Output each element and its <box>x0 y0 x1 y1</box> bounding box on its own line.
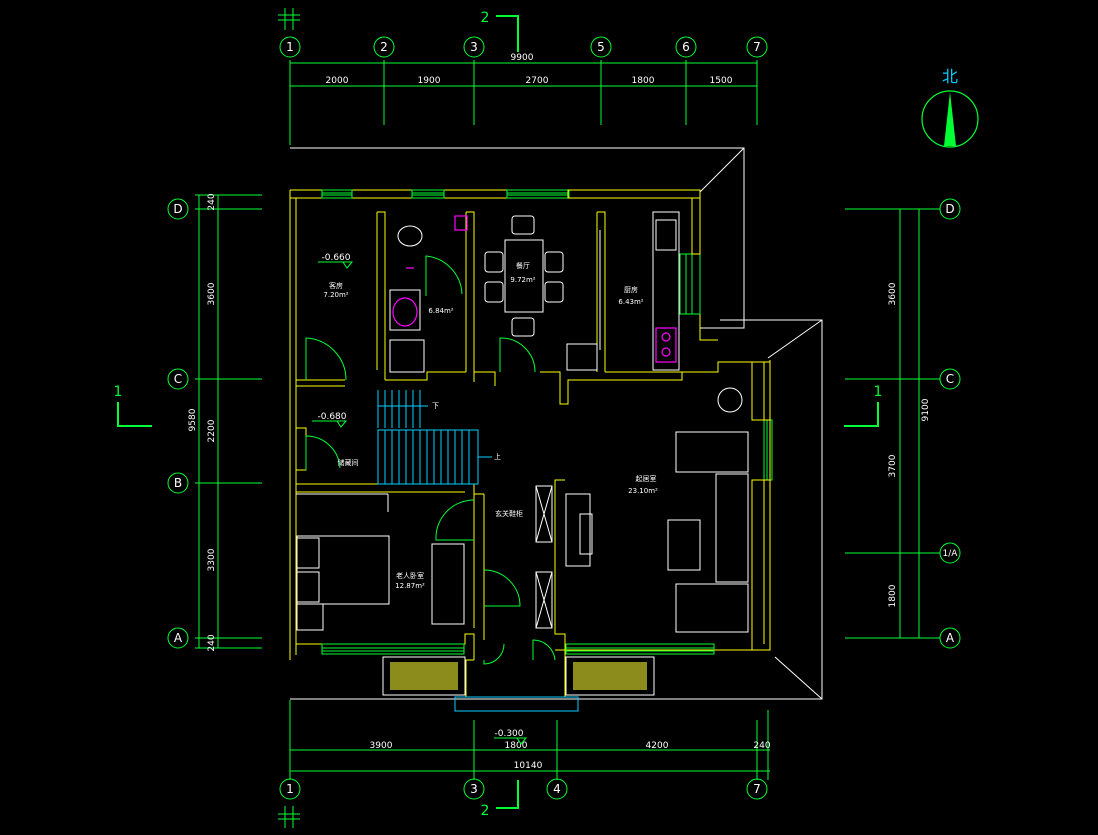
entry-step <box>454 696 579 712</box>
level-entry: -0.300 <box>494 729 523 739</box>
planters <box>382 656 655 696</box>
section-mark-bottom <box>496 780 519 809</box>
dim-top-4: 1500 <box>710 76 733 86</box>
axis-bottom-7: 7 <box>753 782 761 796</box>
stair-down-label: 下 <box>432 402 439 410</box>
dim-bottom-1: 1800 <box>505 741 528 751</box>
dim-left-4: 240 <box>207 634 217 651</box>
axis-left-B: B <box>174 476 182 490</box>
dim-left-3: 3300 <box>207 548 217 571</box>
dim-top-3: 1800 <box>632 76 655 86</box>
dim-bottom-total: 10140 <box>514 761 543 771</box>
dim-left-0: 240 <box>207 193 217 210</box>
dim-top-total: 9900 <box>511 53 534 63</box>
toilet <box>397 225 423 247</box>
dim-bottom-3: 240 <box>753 741 770 751</box>
room-shoe-name: 玄关鞋柜 <box>495 509 523 518</box>
north-arrow <box>921 90 979 148</box>
room-guest-name: 客房 <box>329 281 343 290</box>
walls <box>289 189 771 697</box>
stair-up-label: 上 <box>494 452 501 461</box>
room-elder-area: 12.87m² <box>395 582 425 590</box>
section-label-left: 1 <box>114 384 123 400</box>
room-bath-area: 6.84m² <box>428 307 453 315</box>
section-label-top: 2 <box>481 10 490 26</box>
axis-top-7: 7 <box>753 40 761 54</box>
axis-left-C: C <box>174 372 182 386</box>
axis-bottom-3: 3 <box>470 782 478 796</box>
axis-top-6: 6 <box>682 40 690 54</box>
dim-right-2: 1800 <box>888 584 898 607</box>
axis-right-1A: 1/A <box>943 549 959 559</box>
axis-left-D: D <box>173 202 182 216</box>
room-kitchen-area: 6.43m² <box>618 298 643 306</box>
bottom-axis-bubbles <box>279 778 768 800</box>
room-elder-name: 老人卧室 <box>396 571 424 580</box>
top-axis-bubbles <box>279 36 768 58</box>
right-dimension-lines <box>845 208 940 639</box>
dim-left-total: 9580 <box>188 408 198 431</box>
room-dining-name: 餐厅 <box>516 261 530 270</box>
section-mark-top <box>496 15 519 52</box>
room-kitchen-name: 厨房 <box>624 285 638 294</box>
dim-right-0: 3600 <box>888 282 898 305</box>
dim-right-1: 3700 <box>888 454 898 477</box>
room-living-area: 23.10m² <box>628 487 658 495</box>
room-storage-name: 储藏间 <box>338 458 359 467</box>
furniture <box>296 211 749 633</box>
dim-bottom-0: 3900 <box>370 741 393 751</box>
left-axis-bubbles <box>167 198 189 649</box>
stairs <box>377 390 492 485</box>
right-axis-bubbles <box>939 198 961 649</box>
axis-top-3: 3 <box>470 40 478 54</box>
axis-right-A: A <box>946 631 955 645</box>
axis-top-2: 2 <box>380 40 388 54</box>
axis-top-5: 5 <box>597 40 605 54</box>
axis-bottom-1: 1 <box>286 782 294 796</box>
sanitary-fixtures <box>392 215 677 363</box>
windows <box>321 189 773 655</box>
level-storage: -0.680 <box>317 412 346 422</box>
room-dining-area: 9.72m² <box>510 276 535 284</box>
dim-top-0: 2000 <box>326 76 349 86</box>
roof-outline <box>290 147 823 700</box>
section-mark-left <box>117 402 152 427</box>
dim-top-1: 1900 <box>418 76 441 86</box>
axis-bottom-4: 4 <box>553 782 561 796</box>
dim-bottom-2: 4200 <box>646 741 669 751</box>
level-marks <box>312 261 528 745</box>
bottom-dimension-lines <box>278 700 770 828</box>
doors <box>305 255 556 665</box>
room-living-name: 起居室 <box>636 474 657 483</box>
dim-left-1: 3600 <box>207 282 217 305</box>
axis-left-A: A <box>174 631 183 645</box>
section-label-right: 1 <box>874 384 883 400</box>
section-label-bottom: 2 <box>481 803 490 819</box>
dim-left-2: 2200 <box>207 419 217 442</box>
axis-top-1: 1 <box>286 40 294 54</box>
dim-top-2: 2700 <box>526 76 549 86</box>
section-mark-right <box>844 402 879 427</box>
wall-hatch <box>567 189 771 651</box>
axis-right-C: C <box>946 372 954 386</box>
room-guest-area: 7.20m² <box>323 291 348 299</box>
north-label: 北 <box>942 67 958 86</box>
left-dimension-lines <box>195 194 262 649</box>
dim-right-total: 9100 <box>921 398 931 421</box>
top-dimension-lines <box>278 8 758 145</box>
axis-right-D: D <box>945 202 954 216</box>
level-guest: -0.660 <box>321 253 350 263</box>
